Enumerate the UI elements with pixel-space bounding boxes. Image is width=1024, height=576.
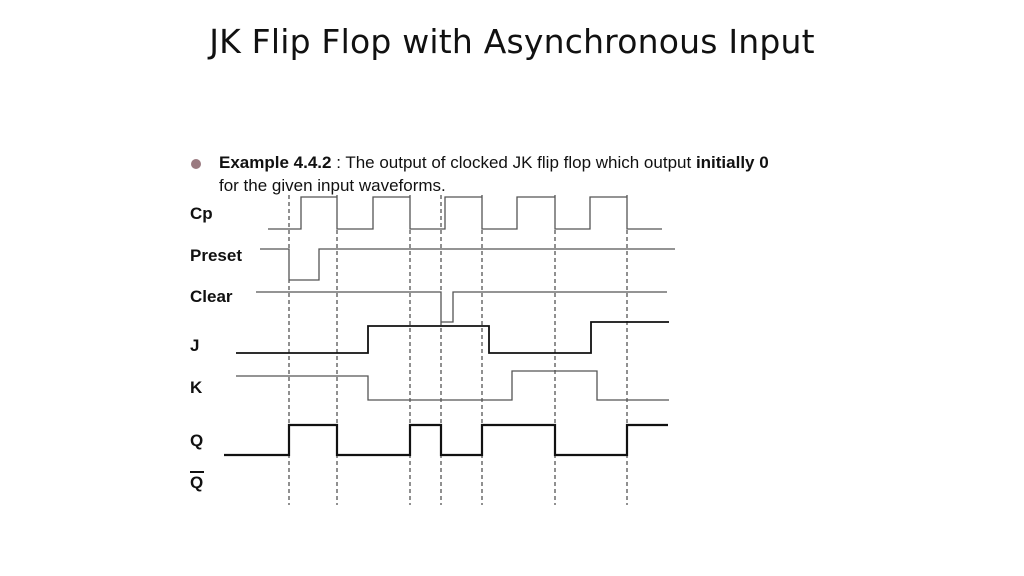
preset-waveform — [260, 248, 675, 281]
bullet-icon — [191, 159, 201, 169]
k-waveform — [236, 370, 669, 401]
example-emphasis: initially 0 — [695, 153, 769, 172]
example-sep: : The output of clocked JK flip flop whi… — [331, 153, 696, 172]
label-k: K — [190, 378, 203, 397]
label-qbar: Q — [190, 473, 204, 492]
qbar-overline — [190, 471, 204, 473]
label-preset: Preset — [190, 246, 242, 265]
label-q: Q — [190, 431, 204, 450]
cp-waveform — [268, 196, 662, 230]
clear-waveform — [256, 291, 667, 323]
label-j: J — [190, 336, 200, 355]
slide-title: JK Flip Flop with Asynchronous Input — [209, 22, 815, 61]
example-text-line1: Example 4.4.2 : The output of clocked JK… — [219, 153, 769, 173]
j-waveform — [236, 321, 669, 354]
label-clear: Clear — [190, 287, 233, 306]
example-label: Example 4.4.2 — [219, 153, 332, 172]
label-cp: Cp — [190, 204, 213, 223]
q-waveform — [224, 423, 668, 457]
example-text-line2: for the given input waveforms. — [219, 176, 446, 195]
